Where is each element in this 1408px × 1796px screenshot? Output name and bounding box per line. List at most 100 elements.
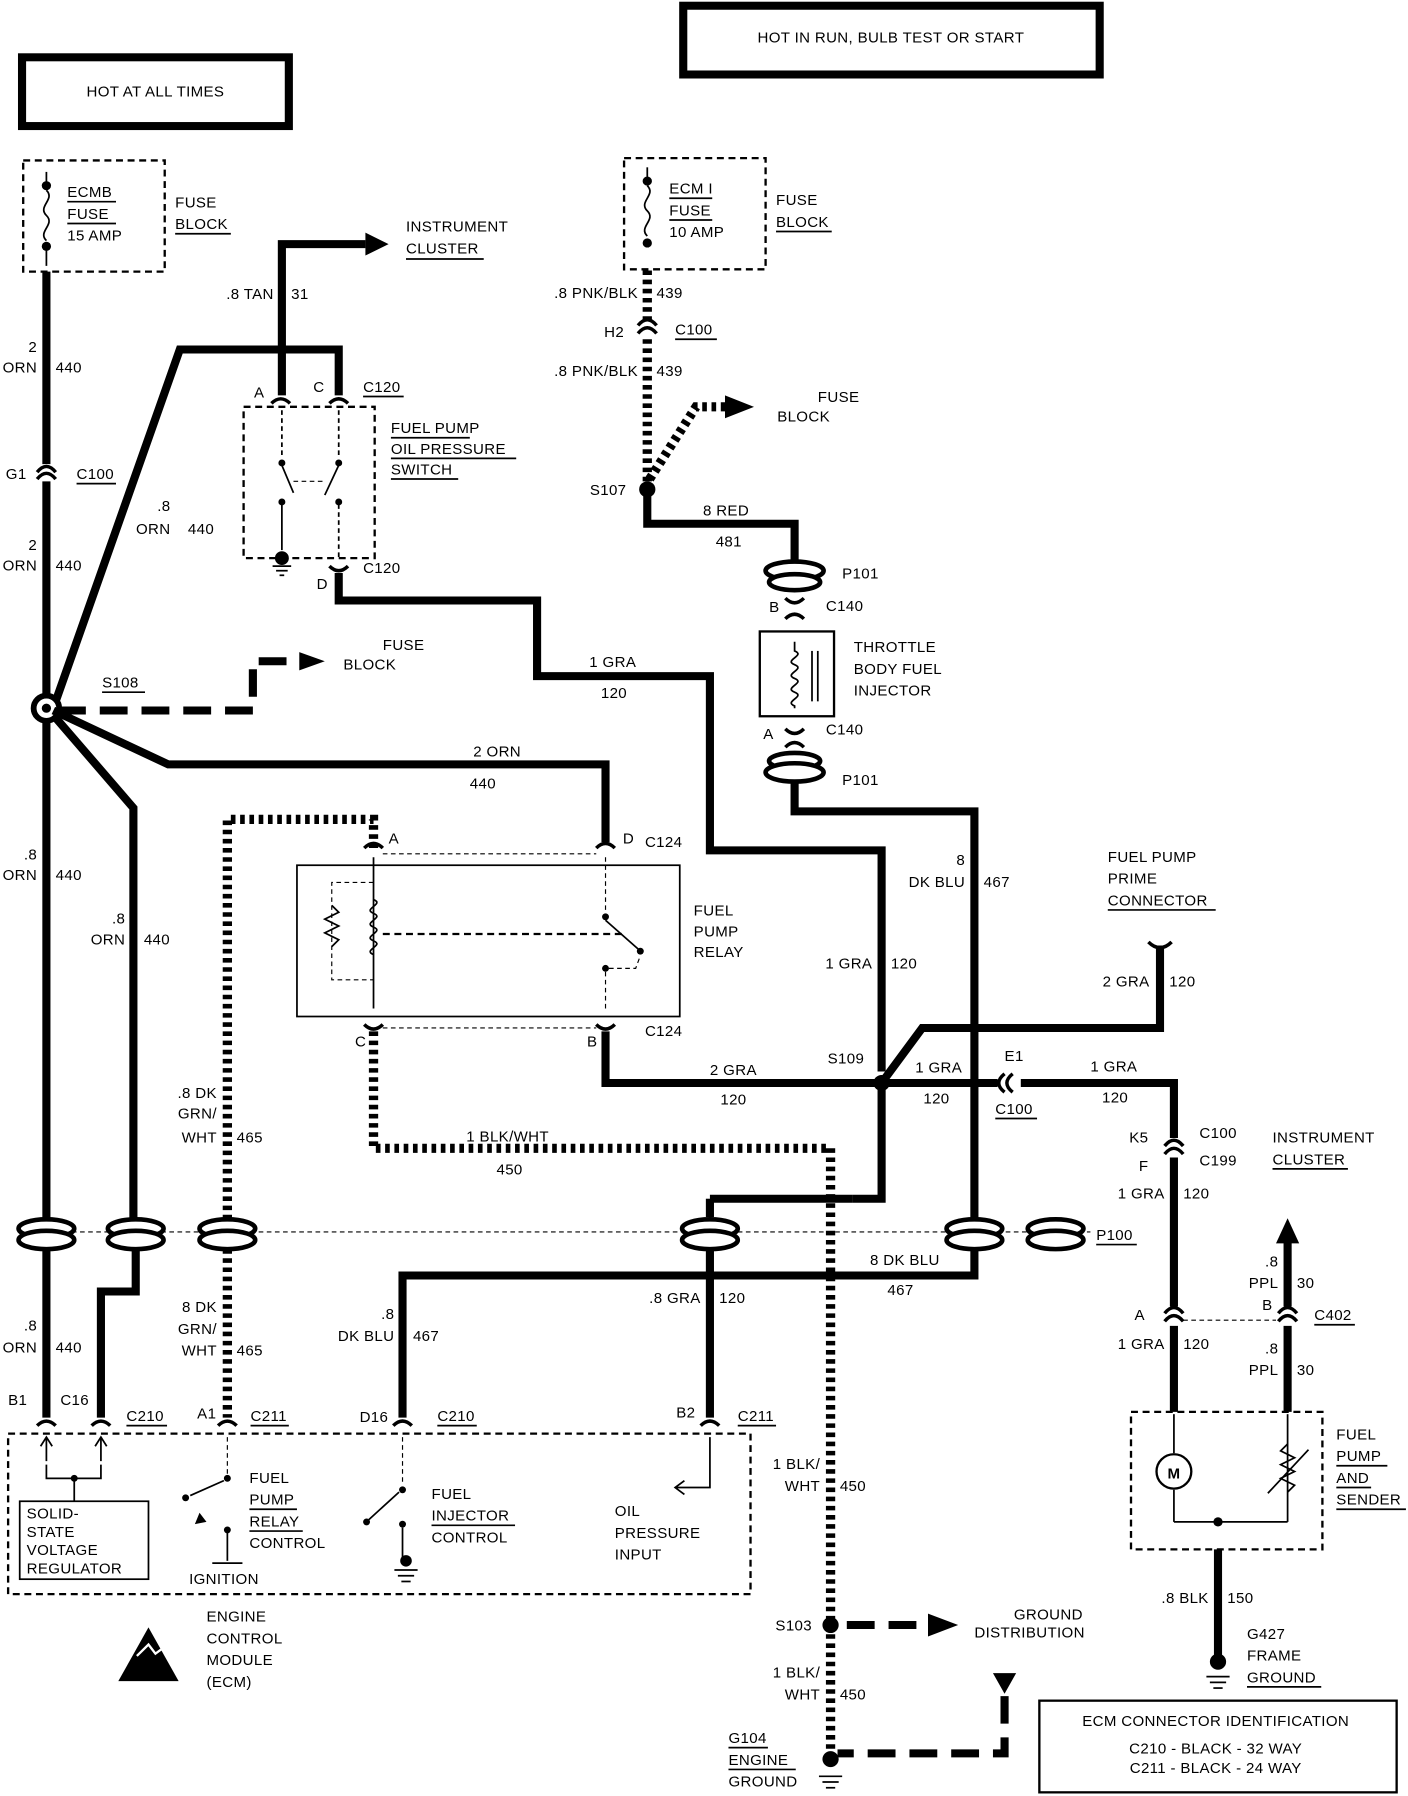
svg-text:PUMP: PUMP	[694, 923, 739, 940]
svg-text:G104: G104	[728, 1730, 766, 1747]
svg-text:.8 GRA: .8 GRA	[649, 1290, 700, 1307]
ecm-label: ENGINE CONTROL MODULE (ECM)	[118, 1609, 282, 1691]
svg-text:PUMP: PUMP	[1336, 1448, 1381, 1465]
orn-440-branch-regulator	[50, 712, 138, 1224]
svg-text:G427: G427	[1247, 1626, 1285, 1643]
blk-wht-450-wire	[368, 1031, 836, 1754]
svg-text:VOLTAGE: VOLTAGE	[27, 1542, 98, 1559]
svg-text:C211: C211	[738, 1408, 774, 1425]
svg-text:CONTROL: CONTROL	[249, 1535, 325, 1552]
svg-text:BLOCK: BLOCK	[776, 214, 829, 231]
svg-text:DK BLU: DK BLU	[338, 1328, 394, 1345]
svg-text:P101: P101	[842, 772, 879, 789]
svg-text:FUSE: FUSE	[67, 206, 109, 223]
svg-text:C211 - BLACK - 24 WAY: C211 - BLACK - 24 WAY	[1130, 1760, 1302, 1777]
hot-in-run-box: HOT IN RUN, BULB TEST OR START	[679, 1, 1104, 79]
svg-text:C211: C211	[251, 1408, 287, 1425]
svg-text:1 GRA: 1 GRA	[1118, 1186, 1165, 1203]
svg-text:GRN/: GRN/	[178, 1106, 218, 1123]
svg-text:440: 440	[188, 521, 214, 538]
svg-text:P100: P100	[1096, 1227, 1133, 1244]
svg-text:GROUND: GROUND	[728, 1774, 797, 1791]
svg-text:B2: B2	[676, 1405, 695, 1422]
svg-text:S109: S109	[828, 1051, 865, 1068]
svg-text:439: 439	[657, 285, 683, 302]
orn-440-main-feed: 2 ORN 440 G1 C100 2 ORN 440	[3, 271, 116, 705]
svg-text:REGULATOR: REGULATOR	[27, 1561, 122, 1578]
svg-text:440: 440	[56, 360, 82, 377]
svg-text:C100: C100	[675, 322, 712, 339]
svg-text:A: A	[254, 385, 264, 402]
svg-text:RELAY: RELAY	[694, 944, 744, 961]
gra-120-from-oil-switch: 1 GRA 120 1 GRA 120	[334, 573, 917, 1072]
svg-text:SOLID-: SOLID-	[27, 1506, 79, 1523]
svg-text:PUMP: PUMP	[249, 1492, 294, 1509]
svg-text:440: 440	[144, 931, 170, 948]
svg-text:2: 2	[28, 339, 37, 356]
svg-text:8 DK BLU: 8 DK BLU	[870, 1252, 940, 1269]
svg-text:K5: K5	[1129, 1130, 1148, 1147]
svg-text:RELAY: RELAY	[249, 1514, 299, 1531]
svg-text:C: C	[313, 379, 324, 396]
svg-text:120: 120	[719, 1290, 745, 1307]
ground-icon	[272, 565, 292, 577]
svg-text:HOT AT ALL TIMES: HOT AT ALL TIMES	[87, 83, 225, 100]
svg-text:F: F	[1139, 1158, 1149, 1175]
orn-440-branch-relay	[51, 706, 610, 843]
gra-120-relay-b	[601, 1031, 882, 1087]
svg-text:FUEL: FUEL	[249, 1470, 289, 1487]
svg-text:.8 BLK: .8 BLK	[1161, 1590, 1208, 1607]
svg-text:PRIME: PRIME	[1108, 871, 1157, 888]
svg-text:IGNITION: IGNITION	[189, 1571, 259, 1588]
dk-grn-wht-465-wire	[222, 814, 379, 1224]
motor-icon	[1155, 1453, 1193, 1490]
svg-text:B: B	[769, 599, 779, 616]
svg-text:ORN: ORN	[3, 558, 38, 575]
svg-text:C140: C140	[826, 722, 863, 739]
svg-text:C120: C120	[363, 560, 400, 577]
svg-text:30: 30	[1297, 1275, 1314, 1292]
svg-text:.8: .8	[381, 1306, 394, 1323]
svg-text:120: 120	[891, 955, 917, 972]
svg-text:8: 8	[956, 852, 965, 869]
svg-text:FUEL PUMP: FUEL PUMP	[1108, 849, 1197, 866]
svg-text:WHT: WHT	[182, 1343, 217, 1360]
svg-text:OIL PRESSURE: OIL PRESSURE	[391, 441, 506, 458]
svg-text:FUSE: FUSE	[776, 192, 818, 209]
svg-text:B: B	[1262, 1297, 1272, 1314]
p100-connector: P100	[16, 1217, 1137, 1252]
svg-text:2 GRA: 2 GRA	[710, 1062, 757, 1079]
svg-text:P101: P101	[842, 566, 879, 583]
blk-wht-450-ground: 1 BLK/ WHT 450 S103 GROUND DISTRIBUTION …	[728, 1456, 1084, 1791]
svg-text:ORN: ORN	[3, 867, 38, 884]
svg-text:450: 450	[840, 1687, 866, 1704]
svg-text:120: 120	[1183, 1336, 1209, 1353]
pnk-blk-439-wire: .8 PNK/BLK 439 H2 C100 .8 PNK/BLK 439 FU…	[554, 270, 859, 499]
svg-text:450: 450	[840, 1478, 866, 1495]
svg-text:FUSE: FUSE	[383, 637, 425, 654]
svg-text:150: 150	[1227, 1590, 1253, 1607]
svg-text:CLUSTER: CLUSTER	[406, 240, 479, 257]
svg-text:S108: S108	[102, 675, 139, 692]
svg-text:INPUT: INPUT	[615, 1547, 662, 1564]
svg-text:1 GRA: 1 GRA	[915, 1060, 962, 1077]
svg-text:C100: C100	[1199, 1125, 1236, 1142]
svg-text:C16: C16	[60, 1392, 89, 1409]
svg-text:BODY FUEL: BODY FUEL	[854, 661, 942, 678]
svg-text:AND: AND	[1336, 1470, 1369, 1487]
svg-text:PPL: PPL	[1249, 1275, 1279, 1292]
esd-warning-icon	[118, 1627, 179, 1682]
dk-blu-467-to-d16	[398, 1249, 979, 1418]
fuel-pump-prime-connector: FUEL PUMP PRIME CONNECTOR	[1108, 849, 1216, 911]
s108-fuse-block-feed: FUSE BLOCK	[57, 637, 425, 715]
svg-text:FUEL: FUEL	[432, 1486, 472, 1503]
svg-text:C124: C124	[645, 834, 682, 851]
svg-text:ORN: ORN	[3, 360, 38, 377]
fuel-pump-relay: A D C124 FUEL PUMP RELAY C B C124	[296, 831, 744, 1050]
svg-text:WHT: WHT	[785, 1478, 820, 1495]
svg-text:467: 467	[984, 874, 1010, 891]
svg-text:440: 440	[56, 1339, 82, 1356]
svg-text:ENGINE: ENGINE	[728, 1752, 788, 1769]
svg-text:BLOCK: BLOCK	[175, 216, 228, 233]
svg-text:FUEL PUMP: FUEL PUMP	[391, 420, 480, 437]
